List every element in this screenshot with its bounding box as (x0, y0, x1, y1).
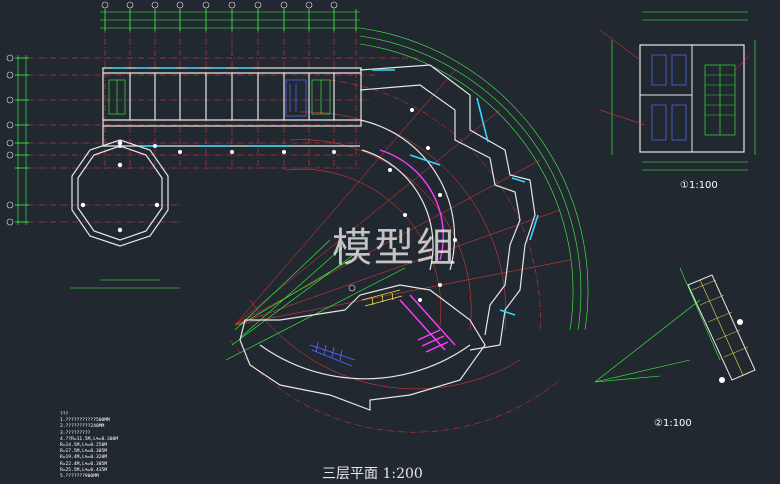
polygon-room (71, 139, 169, 247)
detail-1-scale-label: ①1:100 (680, 180, 718, 191)
curved-wing-windows (372, 69, 539, 316)
toilet-block (285, 79, 307, 117)
detail-1-plan (599, 11, 756, 171)
dimension-ticks (15, 9, 357, 223)
note-line: 3.????????? (60, 430, 91, 436)
note-line: 2.?????????240MM (60, 424, 105, 430)
note-line: R=25.5M,L%=0.435M (60, 467, 108, 473)
curved-wing-columns (388, 108, 457, 302)
note-line: 4.??R=11.5M,L%=0.300M (60, 436, 119, 442)
detail-2-scale-label: ②1:100 (654, 418, 692, 429)
detail-2-stair (594, 267, 756, 383)
note-line: R=14.5M,L%=0.250M (60, 443, 108, 449)
note-line: ??? (60, 412, 69, 417)
watermark-text: 模型组 (332, 225, 458, 271)
corridor-windows (112, 67, 290, 147)
main-wing-stairs (108, 79, 331, 115)
note-line: R=19.4M,L%=0.320M (60, 455, 108, 461)
plan-title: 三层平面 1:200 (322, 466, 423, 482)
note-line: R=17.5M,L%=0.305M (60, 449, 108, 455)
main-wing-walls (102, 67, 362, 147)
note-line: 1.???????????500MM (60, 418, 110, 424)
axis-bubbles (6, 1, 356, 292)
inner-arc-stair (379, 149, 456, 353)
curved-stairs (309, 289, 403, 367)
dimension-lines (17, 11, 589, 361)
note-line: R=22.4M,L%=0.385M (60, 461, 108, 467)
wall-columns (118, 144, 336, 154)
note-line: 5.???????900MM (60, 474, 99, 480)
general-notes: ??? 1.???????????500MM 2.?????????240MM … (60, 412, 118, 480)
polygon-columns (80, 140, 160, 233)
curved-wing-walls (239, 64, 536, 411)
